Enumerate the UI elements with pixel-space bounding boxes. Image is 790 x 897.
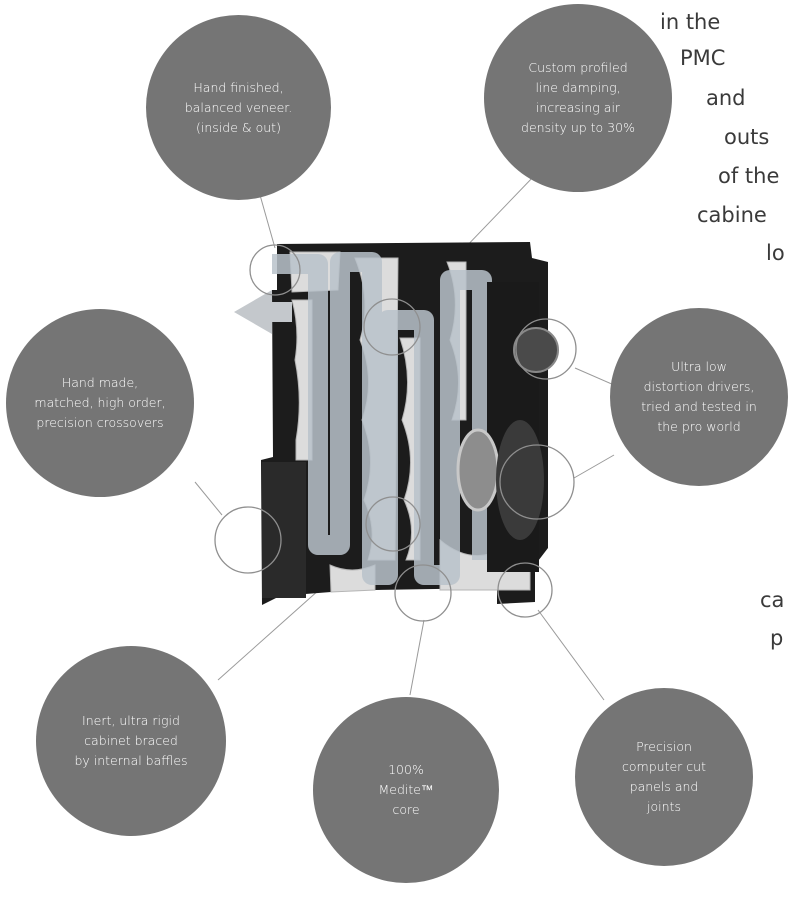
drivers <box>456 282 559 572</box>
target-panels <box>497 562 553 618</box>
callout-cabinet: Inert, ultra rigid cabinet braced by int… <box>36 646 226 836</box>
callout-veneer: Hand finished, balanced veneer. (inside … <box>146 15 331 200</box>
callout-core: 100% Medite™ core <box>313 697 499 883</box>
target-tweeter <box>515 318 577 380</box>
callout-panels: Precision computer cut panels and joints <box>575 688 753 866</box>
connector-core <box>409 619 425 696</box>
port-exit-arrow <box>234 290 292 334</box>
connector-panels <box>537 609 605 701</box>
body-text-line-5: of the <box>718 164 780 188</box>
target-damping <box>363 298 421 356</box>
connector-crossovers <box>194 481 223 516</box>
transmission-line-path <box>272 252 492 585</box>
callout-crossovers: Hand made, matched, high order, precisio… <box>6 309 194 497</box>
connector-drivers-top <box>574 367 615 386</box>
callout-drivers: Ultra low distortion drivers, tried and … <box>610 308 788 486</box>
target-woofer <box>499 444 575 520</box>
target-core <box>394 564 452 622</box>
tweeter <box>513 327 559 373</box>
target-veneer <box>249 244 301 296</box>
speaker-cabinet <box>234 242 559 605</box>
woofer-magnet <box>456 428 500 512</box>
target-crossovers <box>214 506 282 574</box>
connector-veneer <box>259 194 276 249</box>
target-bracing <box>365 496 421 552</box>
body-text-line-9: p <box>770 626 784 650</box>
connector-drivers-bottom <box>573 454 615 479</box>
body-text-line-6: cabine <box>697 203 767 227</box>
woofer-cone <box>496 420 544 540</box>
body-text-line-3: and <box>706 86 746 110</box>
callout-damping: Custom profiled line damping, increasing… <box>484 4 672 192</box>
body-text-line-4: outs <box>724 125 770 149</box>
connector-lines <box>194 174 615 701</box>
target-circles <box>214 244 577 622</box>
body-text-line-8: ca <box>760 588 785 612</box>
body-text-line-7: lo <box>766 241 785 265</box>
body-text-line-1: in the <box>660 10 721 34</box>
crossover-block <box>262 462 306 598</box>
body-text-line-2: PMC <box>680 46 726 70</box>
